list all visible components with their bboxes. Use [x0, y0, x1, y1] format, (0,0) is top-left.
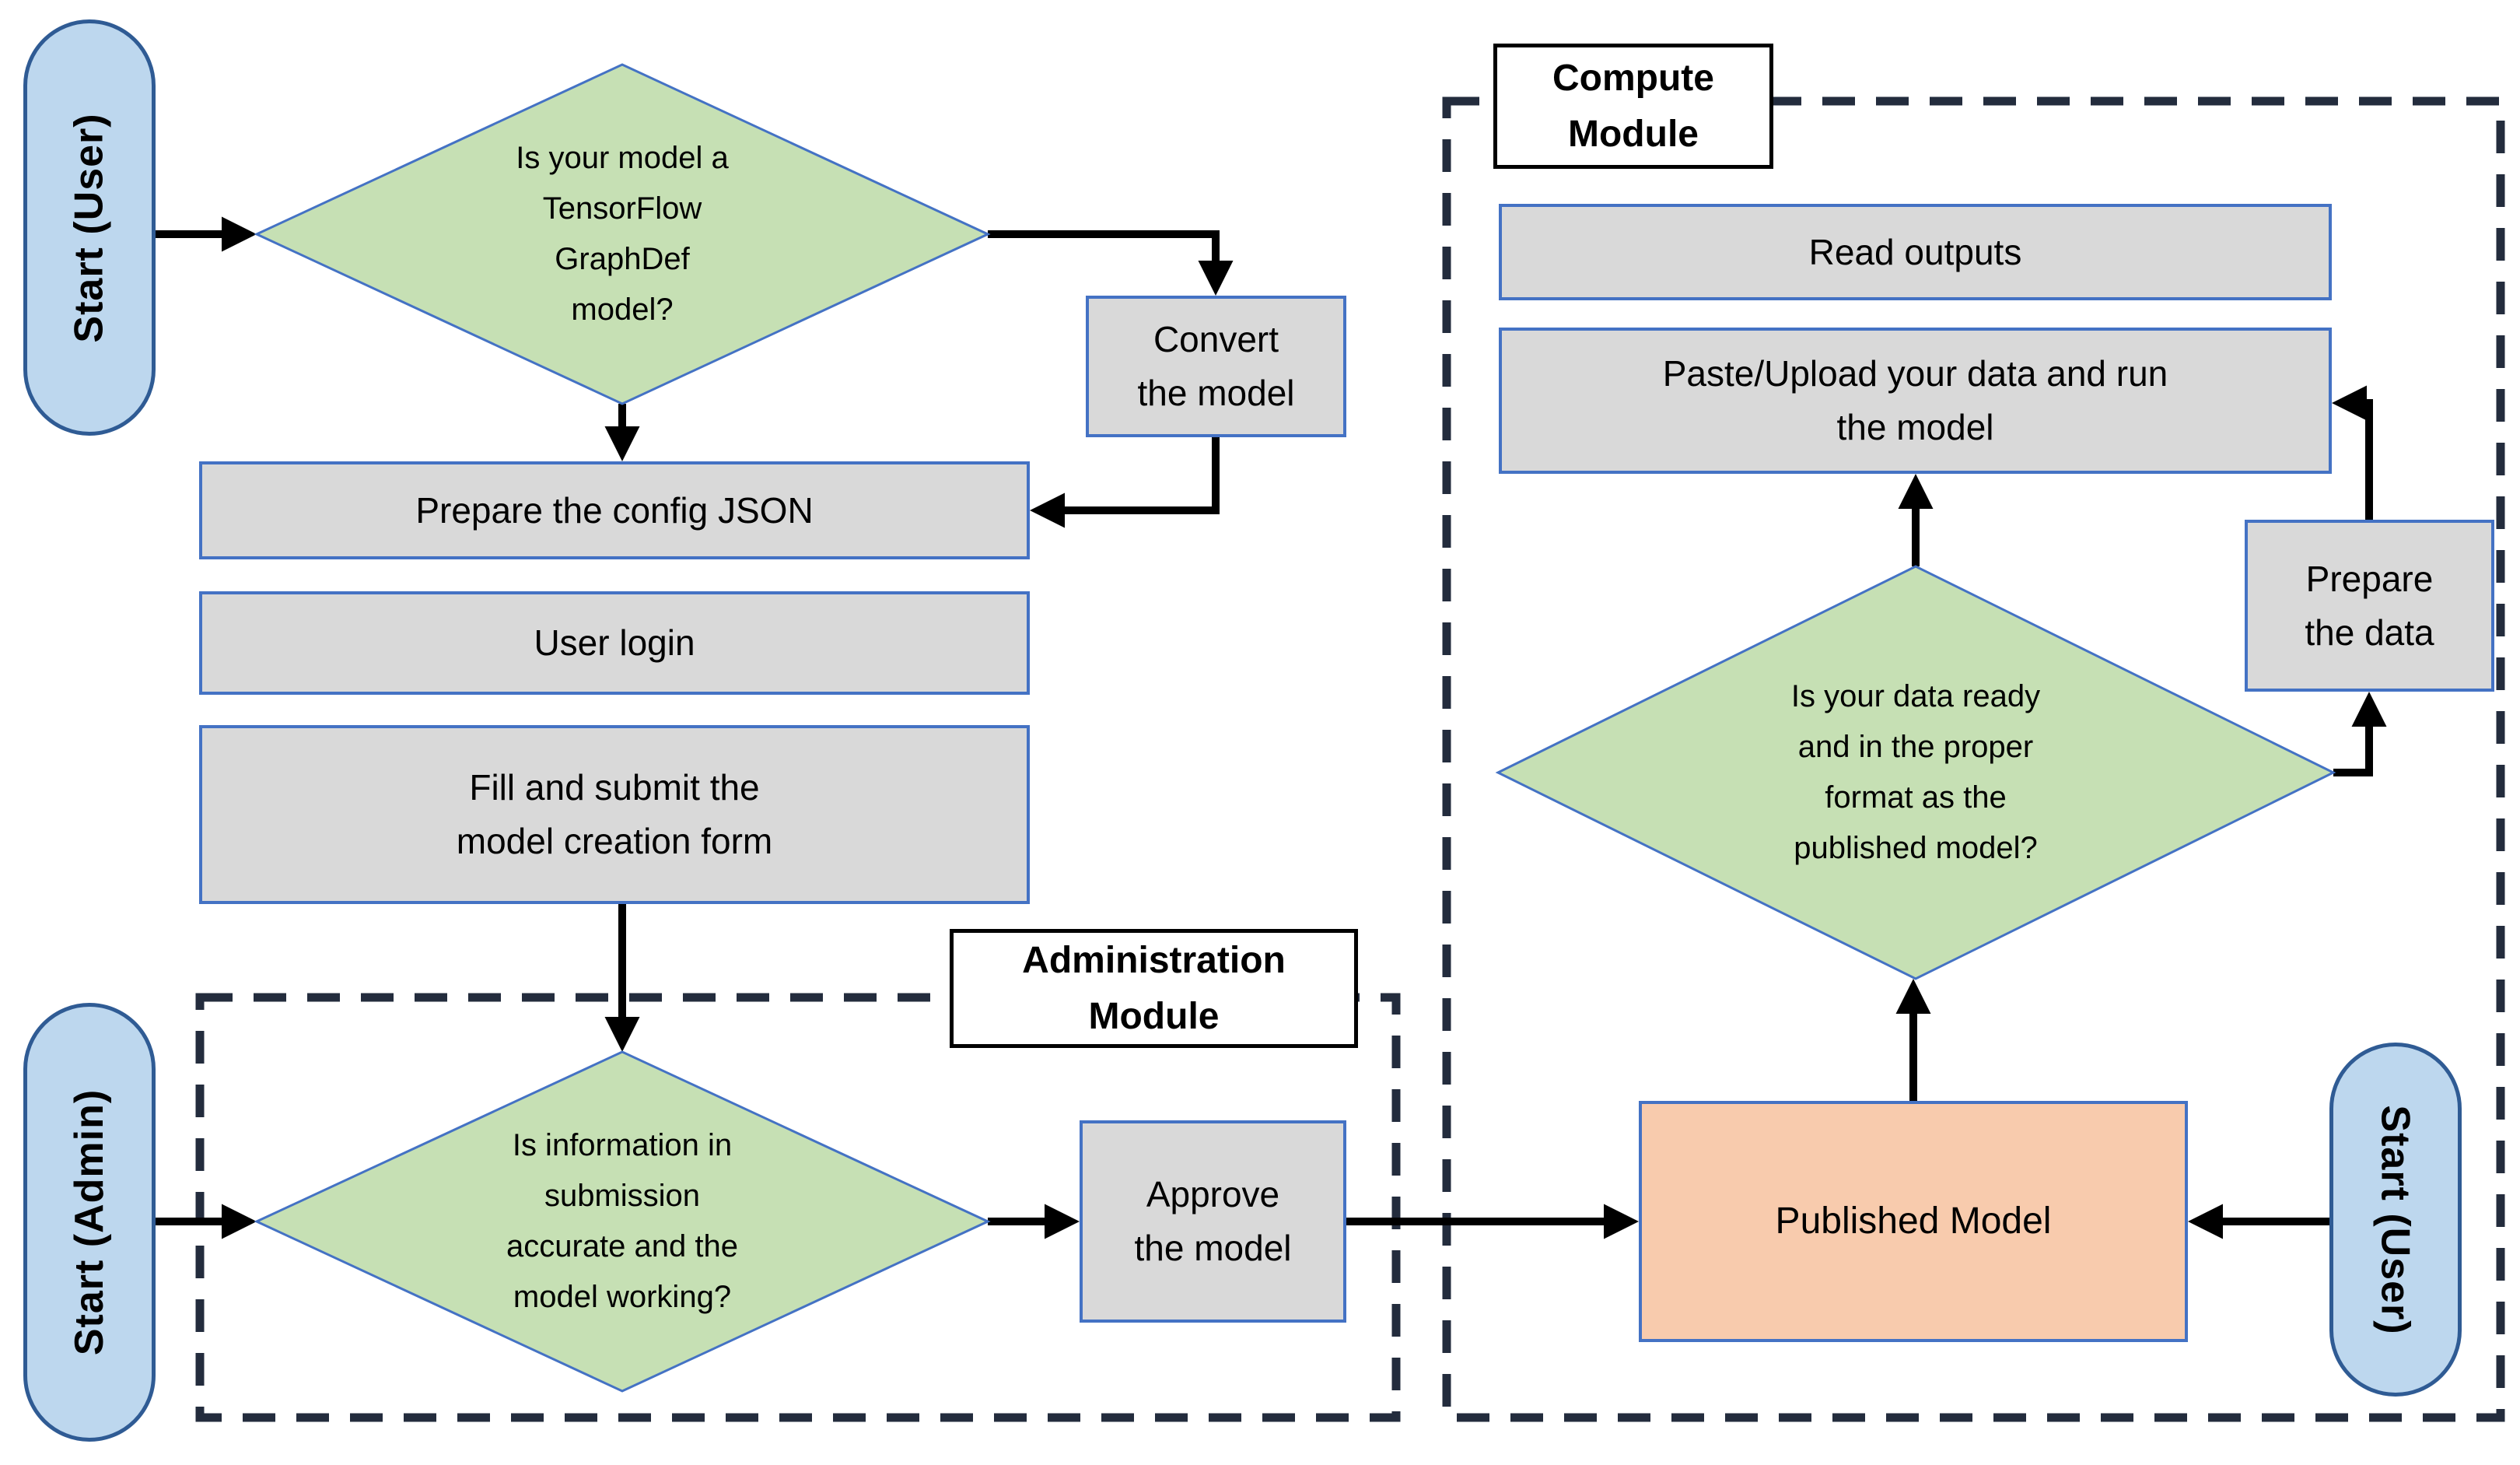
- decision-tensorflow-label: Is your model a TensorFlow GraphDef mode…: [516, 141, 729, 327]
- decision-submission-label: Is information in submission accurate an…: [506, 1128, 738, 1314]
- compute-module-boundary: [1442, 96, 2505, 1422]
- administration-module-label: Administration Module: [950, 929, 1358, 1048]
- process-fill-form: Fill and submit the model creation form: [199, 725, 1030, 904]
- decision-data-ready-label: Is your data ready and in the proper for…: [1790, 679, 2041, 865]
- process-convert-model: Convert the model: [1086, 296, 1346, 437]
- process-prepare-config: Prepare the config JSON: [199, 461, 1030, 559]
- process-approve-model: Approve the model: [1080, 1120, 1346, 1323]
- process-paste-upload: Paste/Upload your data and run the model: [1499, 328, 2332, 474]
- start-user-left-pill: Start (User): [23, 19, 156, 436]
- process-user-login: User login: [199, 591, 1030, 695]
- start-admin-label: Start (Admin): [67, 1088, 113, 1356]
- arrow-convert-to-prepare-config: [1030, 437, 1220, 528]
- start-user-right-pill: Start (User): [2329, 1043, 2462, 1397]
- compute-module-label: Compute Module: [1493, 44, 1773, 169]
- start-user-right-label: Start (User): [2373, 1104, 2418, 1335]
- arrow-data-decision-to-prepare-data: [2333, 692, 2387, 776]
- decision-tensorflow-shape: [254, 63, 991, 405]
- process-read-outputs: Read outputs: [1499, 204, 2332, 300]
- administration-module-boundary: [195, 993, 1401, 1422]
- start-admin-pill: Start (Admin): [23, 1003, 156, 1442]
- arrow-tf-decision-to-convert: [988, 230, 1234, 296]
- decision-data-ready-shape: [1495, 565, 2336, 980]
- start-user-left-label: Start (User): [67, 112, 112, 343]
- process-prepare-data: Prepare the data: [2245, 520, 2494, 692]
- process-published-model: Published Model: [1639, 1101, 2188, 1342]
- arrow-prepare-data-to-paste-upload: [2332, 385, 2373, 520]
- decision-submission-shape: [254, 1050, 991, 1393]
